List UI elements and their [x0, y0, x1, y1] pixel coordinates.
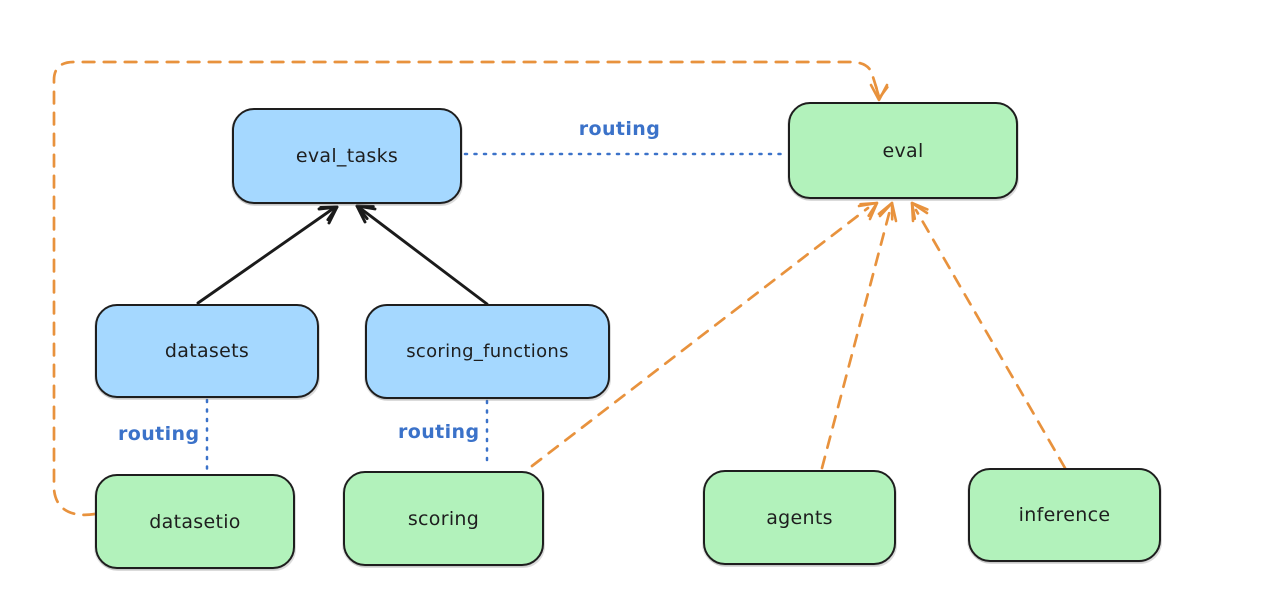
node-agents: agents	[703, 470, 896, 565]
arrowhead-sketch	[319, 205, 339, 222]
node-eval-tasks: eval_tasks	[232, 108, 462, 204]
arrowhead-sketch	[874, 83, 889, 100]
edge-label-routing-top: routing	[578, 118, 661, 140]
node-agents-label: agents	[766, 506, 833, 529]
edge-datasetio-to-eval	[52, 60, 880, 517]
node-datasets-label: datasets	[164, 340, 250, 362]
edge-scoring-to-eval	[530, 206, 870, 468]
node-eval-tasks-label: eval_tasks	[295, 145, 399, 167]
arrowhead-sketch	[859, 201, 879, 218]
edge-scoring-functions-to-eval-tasks	[358, 206, 489, 306]
edge-agents-to-eval	[820, 208, 892, 470]
edge-datasets-to-eval-tasks	[196, 206, 336, 305]
node-datasetio-label: datasetio	[149, 510, 241, 533]
edge-label-routing-datasets: routing	[118, 423, 200, 445]
node-datasetio: datasetio	[95, 474, 295, 569]
node-inference: inference	[968, 468, 1161, 562]
edge-label-routing-scoring: routing	[398, 421, 480, 443]
arrowhead-sketch	[910, 201, 929, 221]
node-scoring-functions-label: scoring_functions	[406, 341, 569, 362]
node-scoring-functions: scoring_functions	[365, 304, 610, 399]
node-eval: eval	[788, 102, 1018, 199]
node-eval-label: eval	[882, 139, 924, 162]
edge-inference-to-eval	[914, 208, 1067, 470]
node-scoring-label: scoring	[407, 507, 480, 530]
node-scoring: scoring	[343, 471, 544, 566]
arrowhead-sketch	[877, 201, 894, 221]
node-datasets: datasets	[95, 304, 319, 398]
arrowhead-sketch	[355, 204, 375, 221]
node-inference-label: inference	[1018, 504, 1111, 526]
